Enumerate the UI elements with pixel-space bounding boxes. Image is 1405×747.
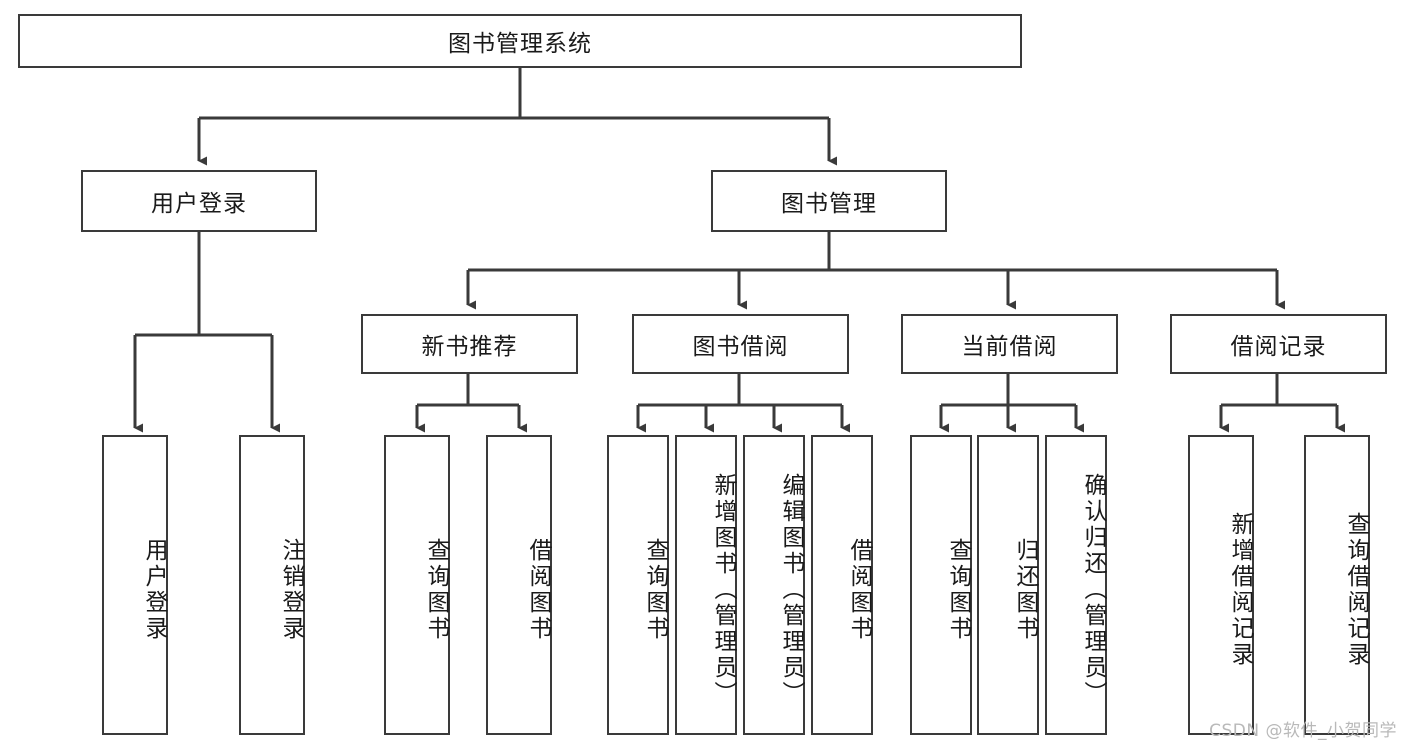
node-leaf-query-book-2[interactable]: 查询图书 — [607, 435, 669, 735]
node-book-manage-label: 图书管理 — [781, 191, 877, 217]
node-leaf-add-record[interactable]: 新增借阅记录 — [1188, 435, 1254, 735]
node-book-borrow[interactable]: 图书借阅 — [632, 314, 849, 374]
node-leaf-borrow-book-2-label: 借阅图书 — [846, 538, 872, 642]
node-leaf-add-record-label: 新增借阅记录 — [1227, 512, 1253, 668]
node-leaf-query-book-1-label: 查询图书 — [423, 538, 449, 642]
node-leaf-query-record[interactable]: 查询借阅记录 — [1304, 435, 1370, 735]
node-leaf-query-book-1[interactable]: 查询图书 — [384, 435, 450, 735]
node-leaf-borrow-book-2[interactable]: 借阅图书 — [811, 435, 873, 735]
node-leaf-borrow-book-1[interactable]: 借阅图书 — [486, 435, 552, 735]
node-new-book-recommend[interactable]: 新书推荐 — [361, 314, 578, 374]
node-root[interactable]: 图书管理系统 — [18, 14, 1022, 68]
node-leaf-return-book-label: 归还图书 — [1012, 538, 1038, 642]
node-leaf-logout[interactable]: 注销登录 — [239, 435, 305, 735]
node-borrow-record[interactable]: 借阅记录 — [1170, 314, 1387, 374]
node-book-borrow-label: 图书借阅 — [692, 334, 789, 360]
node-leaf-edit-book[interactable]: 编辑图书（管理员） — [743, 435, 805, 735]
node-root-label: 图书管理系统 — [448, 31, 592, 57]
node-leaf-confirm-return-label: 确认归还（管理员） — [1080, 473, 1106, 707]
node-leaf-logout-label: 注销登录 — [278, 538, 304, 642]
node-leaf-user-login-label: 用户登录 — [141, 538, 167, 642]
node-leaf-user-login[interactable]: 用户登录 — [102, 435, 168, 735]
node-leaf-confirm-return[interactable]: 确认归还（管理员） — [1045, 435, 1107, 735]
node-leaf-query-book-2-label: 查询图书 — [642, 538, 668, 642]
node-new-book-recommend-label: 新书推荐 — [421, 334, 518, 360]
node-leaf-edit-book-label: 编辑图书（管理员） — [778, 473, 804, 707]
node-book-manage[interactable]: 图书管理 — [711, 170, 947, 232]
node-leaf-query-record-label: 查询借阅记录 — [1343, 512, 1369, 668]
node-leaf-borrow-book-1-label: 借阅图书 — [525, 538, 551, 642]
node-user-login[interactable]: 用户登录 — [81, 170, 317, 232]
node-leaf-query-book-3-label: 查询图书 — [945, 538, 971, 642]
watermark: CSDN @软件_小贺同学 — [1209, 721, 1397, 741]
node-current-borrow-label: 当前借阅 — [961, 334, 1058, 360]
node-borrow-record-label: 借阅记录 — [1230, 334, 1327, 360]
node-leaf-add-book-label: 新增图书（管理员） — [710, 473, 736, 707]
node-leaf-return-book[interactable]: 归还图书 — [977, 435, 1039, 735]
node-current-borrow[interactable]: 当前借阅 — [901, 314, 1118, 374]
node-user-login-label: 用户登录 — [151, 191, 247, 217]
node-leaf-query-book-3[interactable]: 查询图书 — [910, 435, 972, 735]
node-leaf-add-book[interactable]: 新增图书（管理员） — [675, 435, 737, 735]
